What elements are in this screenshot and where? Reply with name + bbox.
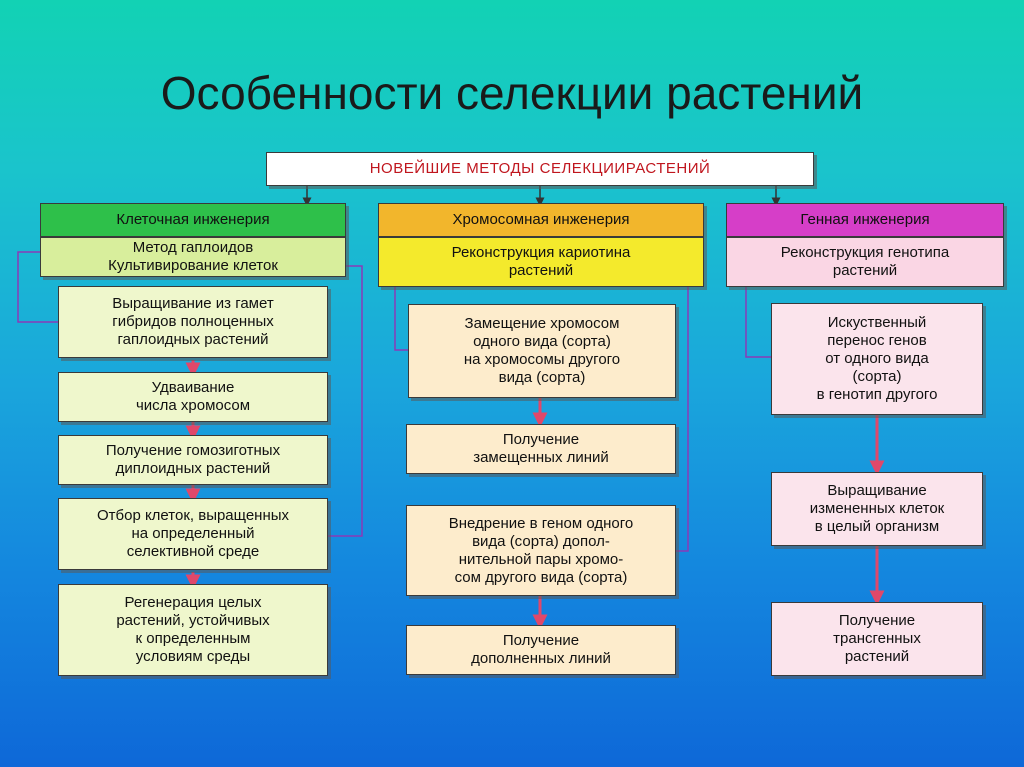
cell-step-4: Отбор клеток, выращенных на определенный… (58, 498, 328, 570)
cell-engineering-methods: Метод гаплоидов Культивирование клеток (40, 237, 346, 277)
chromosome-step-4: Получение дополненных линий (406, 625, 676, 675)
root-box: НОВЕЙШИЕ МЕТОДЫ СЕЛЕКЦИИРАСТЕНИЙ (266, 152, 814, 186)
cell-step-3: Получение гомозиготных диплоидных растен… (58, 435, 328, 485)
gene-step-2: Выращивание измененных клеток в целый ор… (771, 472, 983, 546)
chromosome-step-1: Замещение хромосом одного вида (сорта) н… (408, 304, 676, 398)
cell-engineering-header: Клеточная инженерия (40, 203, 346, 237)
gene-engineering-method: Реконструкция генотипа растений (726, 237, 1004, 287)
cell-step-5: Регенерация целых растений, устойчивых к… (58, 584, 328, 676)
chromosome-engineering-method: Реконструкция кариотина растений (378, 237, 704, 287)
chromosome-engineering-header: Хромосомная инженерия (378, 203, 704, 237)
chromosome-step-2: Получение замещенных линий (406, 424, 676, 474)
gene-step-3: Получение трансгенных растений (771, 602, 983, 676)
gene-engineering-header: Генная инженерия (726, 203, 1004, 237)
slide-title: Особенности селекции растений (160, 67, 864, 119)
gene-step-1: Искуственный перенос генов от одного вид… (771, 303, 983, 415)
chromosome-step-3: Внедрение в геном одного вида (сорта) до… (406, 505, 676, 596)
cell-step-1: Выращивание из гамет гибридов полноценны… (58, 286, 328, 358)
root-arrows (302, 186, 781, 207)
cell-step-2: Удваивание числа хромосом (58, 372, 328, 422)
